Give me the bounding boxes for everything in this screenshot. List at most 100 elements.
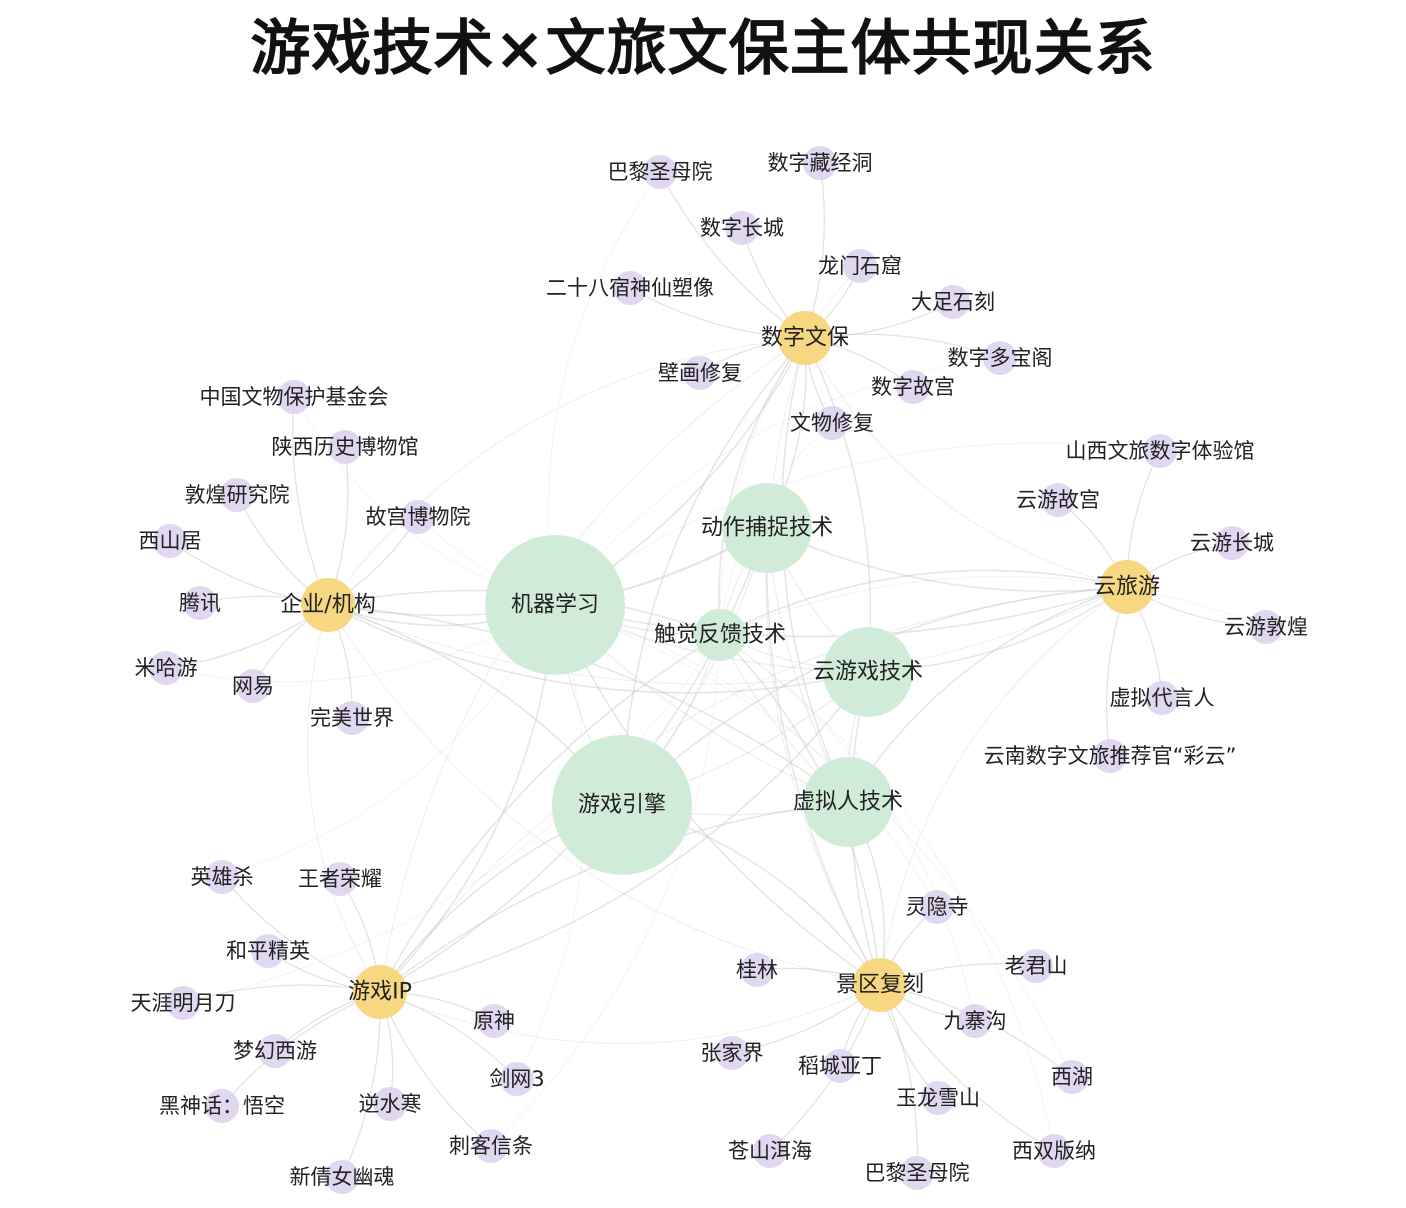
node-label-n43: 西湖: [1051, 1065, 1093, 1089]
page-title: 游戏技术×文旅文保主体共现关系: [250, 14, 1156, 84]
node-label-n14: 故宫博物院: [366, 505, 471, 529]
edge-digitalheritage-engine: [621, 337, 806, 806]
node-label-n24: 虚拟代言人: [1110, 686, 1215, 710]
node-label-haptic: 触觉反馈技术: [654, 623, 786, 648]
edge-cloudtour-mocap: [766, 527, 1128, 593]
node-label-n17: 米哈游: [135, 656, 198, 680]
node-label-n40: 九寨沟: [944, 1009, 1007, 1033]
edge-n37-ml: [554, 604, 938, 908]
edge-gameip-scenic: [379, 984, 881, 1044]
node-n3: [725, 211, 759, 245]
node-n38: [740, 953, 774, 987]
node-layer: [149, 146, 1283, 1194]
node-n16: [183, 586, 217, 620]
node-n35: [474, 1129, 508, 1163]
edge-scenic-mocap: [765, 527, 881, 986]
node-cloudgame: [823, 627, 913, 717]
node-label-scenic: 景区复刻: [836, 973, 924, 998]
node-n36: [325, 1160, 359, 1194]
node-label-n5: 二十八宿神仙塑像: [546, 276, 714, 300]
node-n4: [843, 249, 877, 283]
node-org: [301, 578, 355, 632]
node-n23: [1249, 610, 1283, 644]
edge-cloudtour-scenic: [879, 586, 1128, 986]
node-n37: [920, 890, 954, 924]
edge-gameip-haptic: [379, 634, 721, 993]
node-label-gameip: 游戏IP: [348, 980, 412, 1005]
node-label-ml: 机器学习: [511, 593, 599, 618]
node-label-n20: 山西文旅数字体验馆: [1066, 439, 1255, 463]
edge-org-cloudgame: [327, 604, 869, 694]
edge-scenic-n46: [879, 984, 1055, 1152]
edge-n23-haptic: [719, 575, 1267, 636]
edge-org-cloudtour: [327, 586, 1128, 685]
node-label-n41: 张家界: [701, 1041, 764, 1065]
edge-digitalheritage-cloudgame: [804, 337, 872, 673]
node-n19: [335, 701, 369, 735]
node-n31: [258, 1034, 292, 1068]
node-digitalheritage: [778, 311, 832, 365]
node-engine: [552, 735, 692, 875]
node-virtual: [803, 757, 893, 847]
node-label-n37: 灵隐寺: [906, 895, 969, 919]
node-n26: [205, 860, 239, 894]
node-n13: [220, 478, 254, 512]
node-n47: [900, 1156, 934, 1190]
node-n17: [149, 651, 183, 685]
node-n42: [823, 1049, 857, 1083]
node-label-n18: 网易: [232, 674, 274, 698]
edge-digitalheritage-n1: [659, 171, 806, 339]
edge-gameip-n26: [221, 876, 381, 993]
node-n7: [983, 341, 1017, 375]
node-n20: [1143, 434, 1177, 468]
node-label-n26: 英雄杀: [191, 865, 254, 889]
node-n15: [153, 524, 187, 558]
node-n29: [166, 986, 200, 1020]
edge-n4-haptic: [719, 265, 861, 636]
node-label-n13: 敦煌研究院: [185, 483, 290, 507]
node-n32: [500, 1062, 534, 1096]
edge-digitalheritage-org: [327, 337, 806, 606]
node-n2: [803, 146, 837, 180]
node-gameip: [353, 965, 407, 1019]
node-label-n4: 龙门石窟: [818, 254, 902, 278]
edge-org-n11: [292, 396, 329, 606]
edge-org-scenic: [327, 604, 881, 986]
node-label-n16: 腾讯: [179, 591, 221, 615]
edge-digitalheritage-cloudtour: [804, 337, 1128, 588]
edge-n20-ml: [554, 442, 1161, 606]
edge-digitalheritage-scenic: [765, 337, 881, 986]
node-label-n11: 中国文物保护基金会: [200, 385, 389, 409]
node-label-n2: 数字藏经洞: [768, 151, 873, 175]
node-label-n36: 新倩女幽魂: [290, 1165, 395, 1189]
node-label-n12: 陕西历史博物馆: [272, 435, 419, 459]
node-label-n34: 逆水寒: [359, 1092, 422, 1116]
node-n1: [643, 155, 677, 189]
node-mocap: [722, 483, 812, 573]
edge-n35-haptic: [490, 634, 721, 1147]
node-label-n35: 刺客信条: [449, 1134, 533, 1158]
edge-cloudtour-haptic: [719, 569, 1128, 636]
node-n41: [715, 1036, 749, 1070]
edge-digitalheritage-virtual: [781, 337, 849, 803]
node-label-n44: 玉龙雪山: [896, 1086, 980, 1110]
edge-gameip-n36: [341, 991, 381, 1178]
node-n8: [683, 356, 717, 390]
node-n18: [236, 669, 270, 703]
node-label-n32: 剑网3: [489, 1067, 544, 1091]
node-n44: [921, 1081, 955, 1115]
node-label-n25: 云南数字文旅推荐官“彩云”: [984, 744, 1237, 768]
node-n21: [1041, 483, 1075, 517]
node-scenic: [853, 958, 907, 1012]
node-label-n3: 数字长城: [700, 216, 784, 240]
node-n30: [477, 1004, 511, 1038]
node-label-n23: 云游敦煌: [1224, 615, 1308, 639]
node-label-n6: 大足石刻: [911, 290, 995, 314]
node-label-n28: 和平精英: [226, 939, 310, 963]
edge-cloudtour-virtual: [847, 586, 1128, 803]
node-label-n22: 云游长城: [1190, 531, 1274, 555]
node-label-n33: 黑神话：悟空: [159, 1094, 285, 1118]
edge-digitalheritage-haptic: [718, 337, 806, 636]
node-haptic: [694, 609, 746, 661]
node-n28: [251, 934, 285, 968]
